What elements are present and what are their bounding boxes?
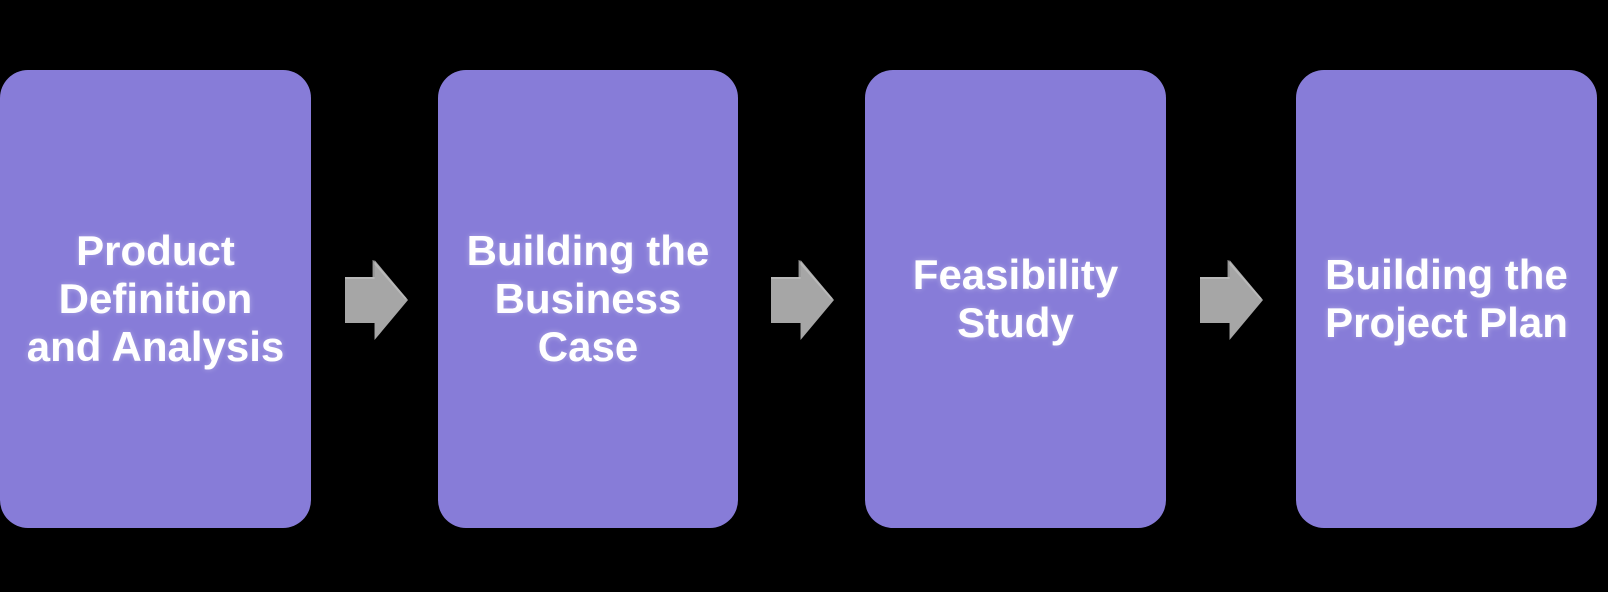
step-label: Feasibility Study (912, 250, 1119, 346)
step-box-feasibility-study: Feasibility Study (865, 70, 1166, 528)
step-box-building-the-business-case: Building the Business Case (438, 70, 738, 528)
step-label: Building the Project Plan (1325, 250, 1568, 346)
step-box-building-the-project-plan: Building the Project Plan (1296, 70, 1597, 528)
arrow-right-icon (345, 260, 408, 340)
step-label: Building the Business Case (466, 226, 710, 371)
arrow-right-icon (771, 260, 834, 340)
arrow-right-icon (1200, 260, 1263, 340)
step-box-product-definition-and-analysis: Product Definition and Analysis (0, 70, 311, 528)
step-label: Product Definition and Analysis (26, 226, 285, 371)
